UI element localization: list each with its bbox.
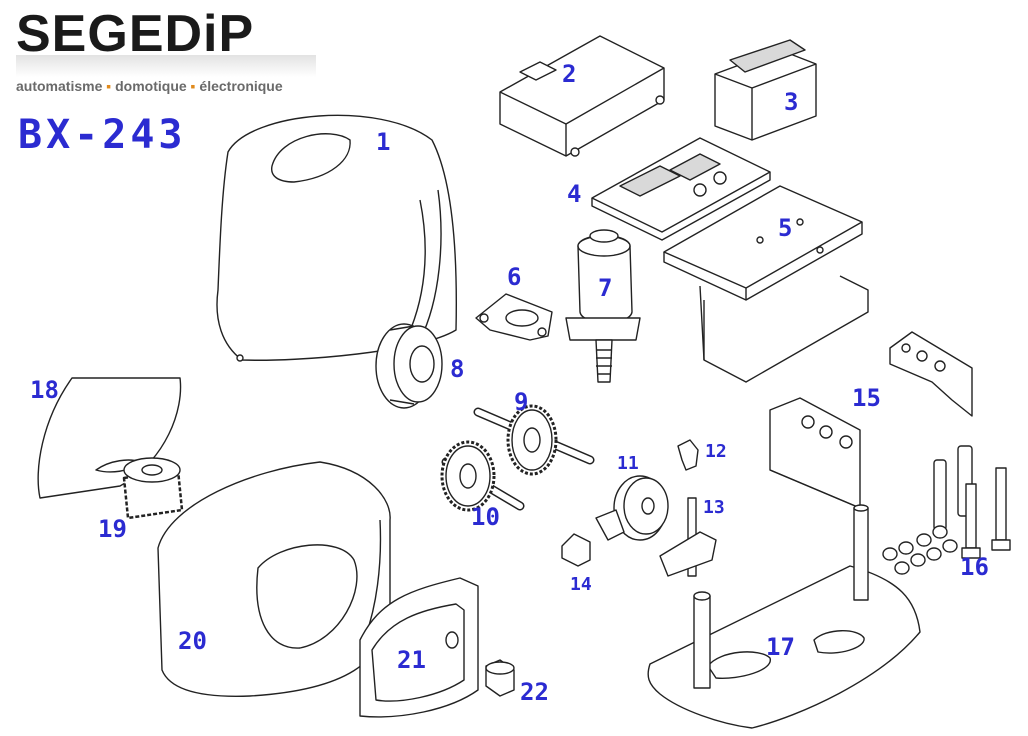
- part-21-end-plate: [360, 578, 478, 717]
- part-number-21: 21: [397, 646, 426, 674]
- part-number-3: 3: [784, 88, 799, 116]
- brand-logo: SEGEDiP: [16, 5, 255, 63]
- part-5-mounting-bracket: [664, 186, 868, 382]
- part-3-transformer: [715, 40, 816, 140]
- part-number-13: 13: [703, 497, 725, 518]
- part-11-limit-disc: [596, 476, 668, 540]
- part-number-8: 8: [450, 355, 465, 383]
- logo-reflection: [16, 55, 316, 77]
- part-number-12: 12: [705, 441, 727, 462]
- part-8-bearing: [376, 324, 442, 408]
- tagline-separator-2: ▪: [190, 78, 196, 94]
- model-title: BX-243: [18, 112, 187, 158]
- part-6-motor-flange: [476, 294, 552, 340]
- tagline-word-1: automatisme: [16, 78, 103, 94]
- part-number-19: 19: [98, 515, 127, 543]
- part-7-motor: [566, 230, 640, 382]
- part-number-17: 17: [766, 633, 795, 661]
- part-15-limit-plates: [770, 332, 972, 508]
- part-4-circuit-board: [592, 138, 770, 240]
- part-13-spindle: [660, 498, 716, 576]
- part-10-gear-shaft: [442, 442, 520, 510]
- part-number-15: 15: [852, 384, 881, 412]
- part-16-bolts-washers: [883, 446, 1010, 574]
- part-number-6: 6: [507, 263, 522, 291]
- part-number-9: 9: [514, 388, 529, 416]
- tagline-word-3: électronique: [199, 78, 283, 94]
- part-number-10: 10: [471, 503, 500, 531]
- part-2-control-box: [500, 36, 664, 156]
- part-19-pinion-gear: [124, 458, 182, 518]
- part-14-small-block: [562, 534, 590, 566]
- part-number-11: 11: [617, 453, 639, 474]
- part-number-16: 16: [960, 553, 989, 581]
- part-number-20: 20: [178, 627, 207, 655]
- part-12-clip: [678, 440, 698, 470]
- part-1-cover: [217, 115, 456, 361]
- part-22-release-knob: [486, 660, 514, 696]
- part-9-gear-shaft: [478, 406, 590, 474]
- part-number-5: 5: [778, 214, 793, 242]
- part-number-2: 2: [562, 60, 577, 88]
- part-number-22: 22: [520, 678, 549, 706]
- logo-tagline: automatisme ▪ domotique ▪ électronique: [16, 78, 283, 94]
- part-17-base-plate: [648, 505, 920, 728]
- part-number-7: 7: [598, 274, 613, 302]
- part-20-housing: [158, 462, 390, 696]
- part-number-1: 1: [376, 128, 391, 156]
- tagline-separator-1: ▪: [106, 78, 112, 94]
- tagline-word-2: domotique: [115, 78, 187, 94]
- part-number-14: 14: [570, 574, 592, 595]
- part-number-4: 4: [567, 180, 582, 208]
- part-number-18: 18: [30, 376, 59, 404]
